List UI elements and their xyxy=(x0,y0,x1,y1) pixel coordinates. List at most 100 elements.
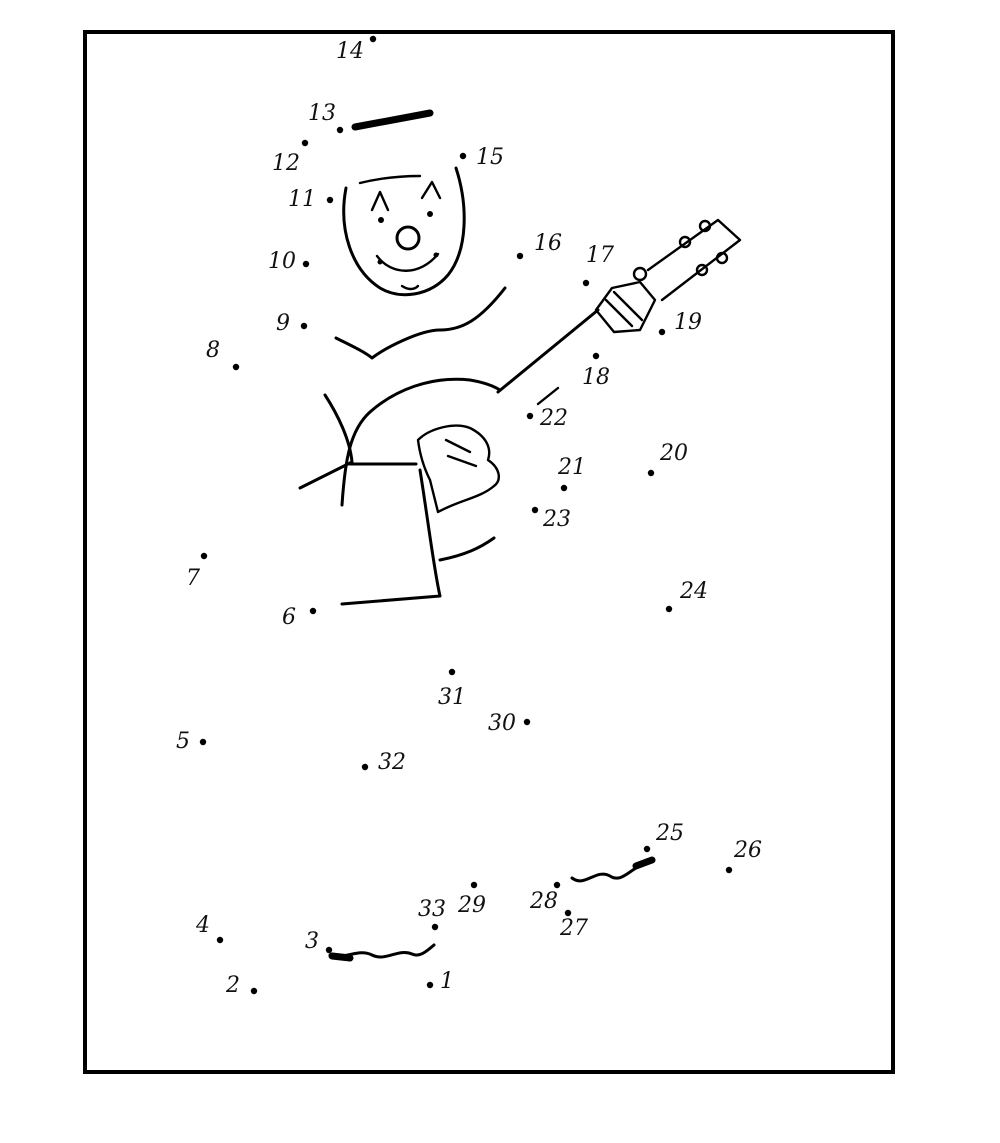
dot-label-5: 5 xyxy=(176,729,190,754)
dot-label-6: 6 xyxy=(282,605,296,630)
clown-face xyxy=(342,166,466,297)
dot-label-25: 25 xyxy=(655,821,684,846)
smile xyxy=(375,252,440,272)
dot-10[interactable] xyxy=(302,260,310,268)
bridge-mark xyxy=(536,386,560,406)
left-eyebrow xyxy=(370,190,390,212)
dot-label-16: 16 xyxy=(534,231,562,256)
dot-label-15: 15 xyxy=(476,145,504,170)
tuning-peg-1 xyxy=(678,235,692,249)
dot-label-27: 27 xyxy=(559,916,588,941)
tuning-peg-3 xyxy=(695,263,709,277)
dot-30[interactable] xyxy=(523,718,531,726)
dot-label-28: 28 xyxy=(529,889,558,914)
dot-label-24: 24 xyxy=(679,579,708,604)
banjo-rim-bottom xyxy=(438,536,496,562)
dot-14[interactable] xyxy=(369,35,377,43)
strumming-hand xyxy=(416,424,500,514)
dot-label-2: 2 xyxy=(225,973,240,998)
right-shoe-heel xyxy=(632,856,656,870)
right-eye xyxy=(427,211,433,217)
collar xyxy=(334,286,507,360)
left-hand-on-neck xyxy=(594,280,657,334)
dot-20[interactable] xyxy=(647,469,655,477)
clown-nose xyxy=(395,225,421,251)
dot-label-19: 19 xyxy=(674,310,702,335)
dot-19[interactable] xyxy=(658,328,666,336)
dot-label-26: 26 xyxy=(733,838,762,863)
dot-label-12: 12 xyxy=(272,151,300,176)
dot-9[interactable] xyxy=(300,322,308,330)
dot-label-13: 13 xyxy=(308,101,336,126)
dot-18[interactable] xyxy=(592,352,600,360)
dot-label-33: 33 xyxy=(418,897,446,922)
dot-11[interactable] xyxy=(326,196,334,204)
body-outline xyxy=(340,468,442,606)
dot-label-18: 18 xyxy=(582,365,610,390)
dot-13[interactable] xyxy=(336,126,344,134)
dot-label-30: 30 xyxy=(488,711,516,736)
face-outline xyxy=(342,166,466,297)
dot-25[interactable] xyxy=(643,845,651,853)
dot-label-21: 21 xyxy=(557,455,586,480)
left-shoe-heel xyxy=(328,952,354,962)
dot-label-22: 22 xyxy=(539,406,568,431)
dot-21[interactable] xyxy=(560,484,568,492)
dot-22[interactable] xyxy=(526,412,534,420)
dot-label-14: 14 xyxy=(336,39,364,64)
dot-27[interactable] xyxy=(564,909,572,917)
dot-label-4: 4 xyxy=(195,913,210,938)
right-eyebrow xyxy=(420,180,442,200)
banjo-rim-top xyxy=(340,377,502,507)
dot-33[interactable] xyxy=(431,923,439,931)
finger-lines xyxy=(604,290,644,328)
dot-5[interactable] xyxy=(199,738,207,746)
dot-16[interactable] xyxy=(516,252,524,260)
dot-label-9: 9 xyxy=(276,311,290,336)
tuning-peg-2 xyxy=(698,219,712,233)
dot-28[interactable] xyxy=(553,881,561,889)
dot-label-23: 23 xyxy=(542,507,571,532)
chin-line xyxy=(400,284,420,291)
dot-label-11: 11 xyxy=(288,187,316,212)
dot-label-8: 8 xyxy=(206,338,220,363)
dot-1[interactable] xyxy=(426,981,434,989)
banjo-neck xyxy=(496,308,600,394)
dot-29[interactable] xyxy=(470,881,478,889)
dot-24[interactable] xyxy=(665,605,673,613)
dot-8[interactable] xyxy=(232,363,240,371)
banjo-headstock xyxy=(646,218,742,302)
dot-26[interactable] xyxy=(725,866,733,874)
dot-31[interactable] xyxy=(448,668,456,676)
hat-brim xyxy=(351,109,434,131)
dot-label-32: 32 xyxy=(378,750,406,775)
dot-23[interactable] xyxy=(531,506,539,514)
dot-4[interactable] xyxy=(216,936,224,944)
dot-label-7: 7 xyxy=(186,566,200,591)
worksheet-border xyxy=(83,30,895,1074)
hand-finger-lines xyxy=(444,438,478,468)
dot-12[interactable] xyxy=(301,139,309,147)
dot-3[interactable] xyxy=(325,946,333,954)
dot-label-31: 31 xyxy=(438,685,466,710)
dot-2[interactable] xyxy=(250,987,258,995)
left-eye xyxy=(378,217,384,223)
dot-label-3: 3 xyxy=(305,929,319,954)
sleeve-left xyxy=(298,393,354,490)
dot-6[interactable] xyxy=(309,607,317,615)
dot-15[interactable] xyxy=(459,152,467,160)
tuning-peg-4 xyxy=(715,251,729,265)
dot-label-10: 10 xyxy=(268,249,296,274)
dot-label-29: 29 xyxy=(457,893,486,918)
cheek-dot-right xyxy=(433,252,439,258)
dot-7[interactable] xyxy=(200,552,208,560)
tuning-peg-5 xyxy=(632,266,648,282)
dot-17[interactable] xyxy=(582,279,590,287)
cheek-dot-left xyxy=(377,259,383,265)
forehead-line xyxy=(358,174,422,185)
dot-32[interactable] xyxy=(361,763,369,771)
left-shoe-squiggle xyxy=(328,943,436,959)
